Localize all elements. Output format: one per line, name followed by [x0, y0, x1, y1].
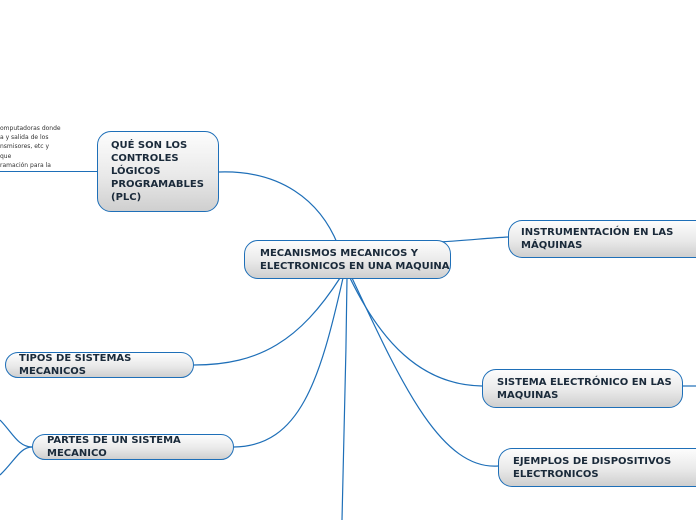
link-instrumentacion [439, 236, 509, 243]
node-partes-label: PARTES DE UN SISTEMA MECANICO [47, 435, 181, 459]
central-node[interactable]: MECANISMOS MECANICOS Y ELECTRONICOS EN U… [244, 240, 451, 279]
node-sistema-electronico[interactable]: SISTEMA ELECTRÓNICO EN LAS MAQUINAS [482, 369, 683, 408]
node-plc-label: QUÉ SON LOS CONTROLES LÓGICOS PROGRAMABL… [111, 140, 204, 203]
link-partes [233, 277, 344, 448]
node-instrumentacion-label: INSTRUMENTACIÓN EN LAS MÁQUINAS [521, 227, 674, 251]
plc-note-underline [0, 171, 62, 172]
node-ejemplos-dispositivos[interactable]: EJEMPLOS DE DISPOSITIVOS ELECTRONICOS [498, 448, 696, 487]
node-instrumentacion[interactable]: INSTRUMENTACIÓN EN LAS MÁQUINAS [508, 220, 696, 258]
central-node-label: MECANISMOS MECANICOS Y ELECTRONICOS EN U… [260, 247, 450, 272]
plc-note-connector [62, 171, 98, 172]
link-partes-children [0, 419, 33, 448]
node-sistema-electronico-label: SISTEMA ELECTRÓNICO EN LAS MAQUINAS [497, 376, 672, 401]
node-partes-sistema-mecanico[interactable]: PARTES DE UN SISTEMA MECANICO [32, 434, 234, 460]
link-bottom [341, 277, 348, 520]
node-tipos-sistemas-mecanicos[interactable]: TIPOS DE SISTEMAS MECANICOS [5, 352, 194, 378]
link-tipos [193, 277, 341, 366]
link-plc [218, 171, 339, 246]
link-ejemplos [351, 277, 499, 467]
node-plc[interactable]: QUÉ SON LOS CONTROLES LÓGICOS PROGRAMABL… [97, 131, 219, 212]
link-partes-child-2 [0, 446, 33, 476]
node-ejemplos-label: EJEMPLOS DE DISPOSITIVOS ELECTRONICOS [513, 455, 672, 480]
plc-note-text: omputadoras donde a y salida de los nsmi… [0, 125, 61, 169]
link-sistema-electronico [349, 277, 483, 387]
node-tipos-label: TIPOS DE SISTEMAS MECANICOS [19, 353, 132, 377]
